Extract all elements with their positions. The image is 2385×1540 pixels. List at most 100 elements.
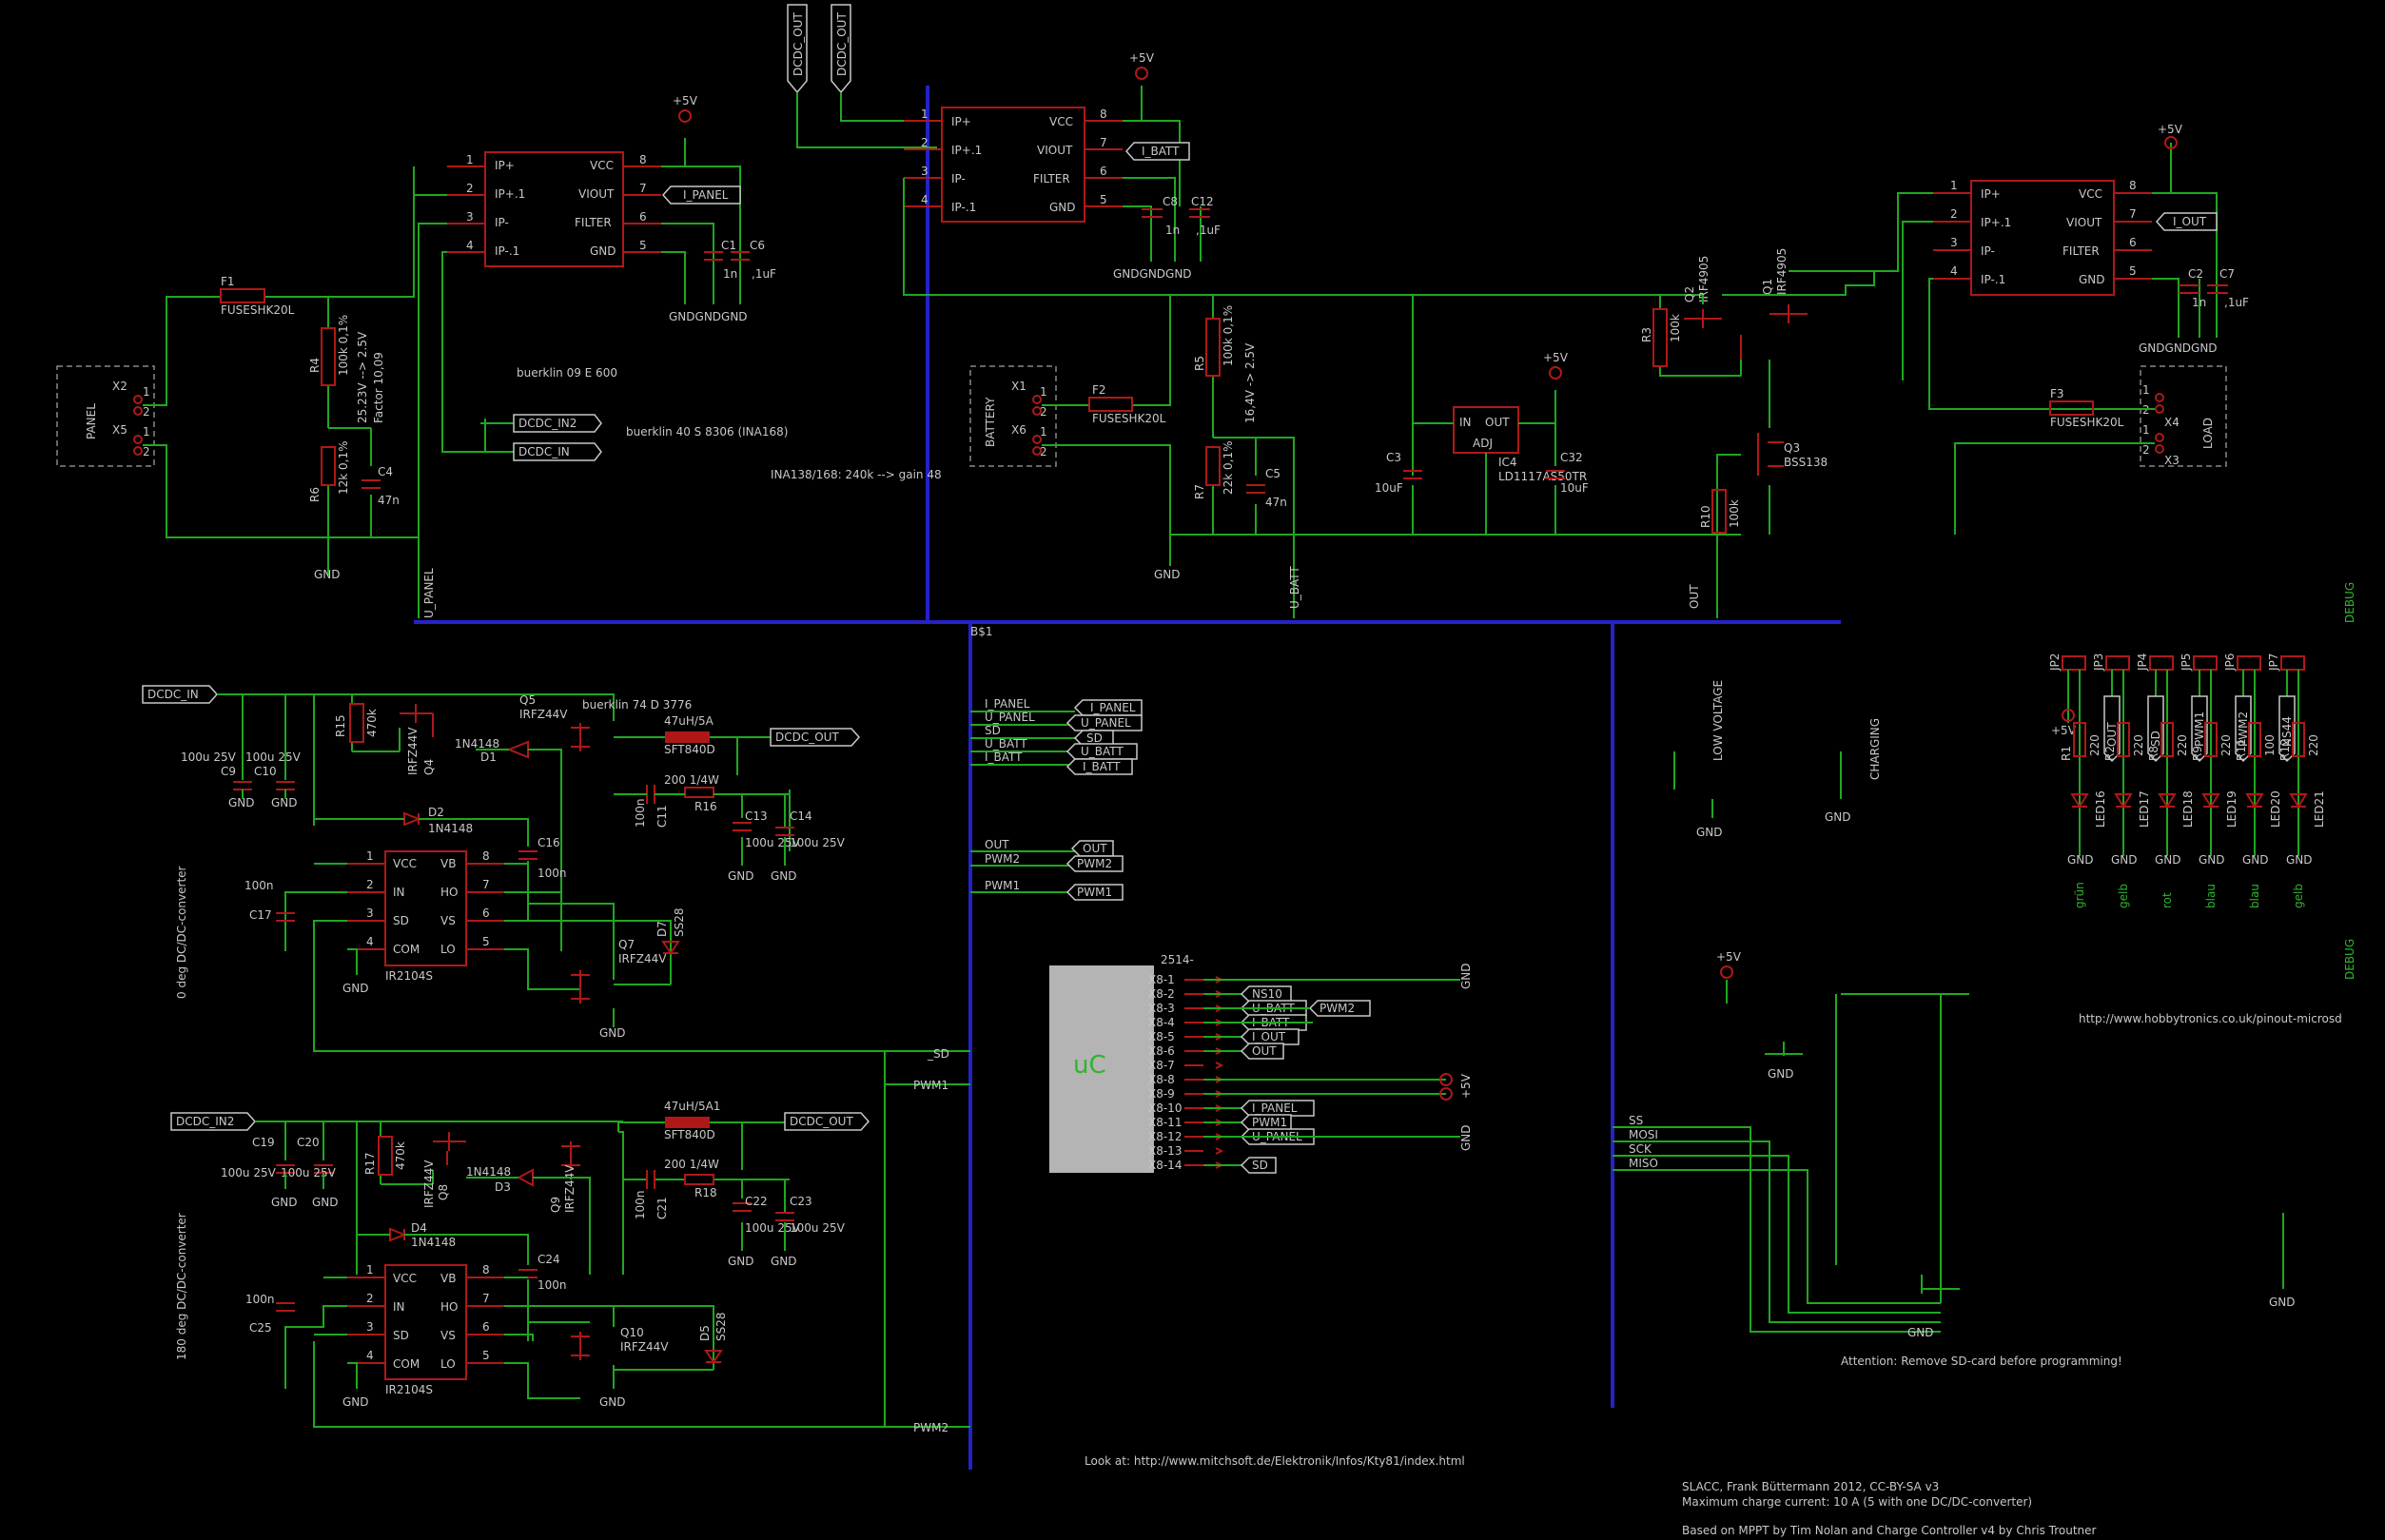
svg-text:I_BATT: I_BATT xyxy=(1083,760,1121,773)
jumper-body xyxy=(2280,655,2305,671)
svg-text:Q7: Q7 xyxy=(618,938,635,951)
u-panel-net: U_PANEL xyxy=(422,568,436,618)
uc-flag-i-out: I_OUT xyxy=(1252,1030,1286,1043)
debug-flag-sd: SD xyxy=(2149,731,2162,747)
svg-text:100u 25V: 100u 25V xyxy=(745,1221,801,1235)
svg-text:GND: GND xyxy=(1154,568,1181,581)
svg-text:I_BATT: I_BATT xyxy=(985,751,1023,764)
svg-text:GND: GND xyxy=(271,796,298,809)
led-led16: LED16 xyxy=(2094,790,2107,828)
uc-pin-3: X8-3 xyxy=(1148,1002,1175,1015)
resistor-r8: R8 xyxy=(2147,746,2160,761)
led-led19: LED19 xyxy=(2225,790,2238,828)
led-led18: LED18 xyxy=(2181,790,2195,828)
footer-notes: Look at: http://www.mitchsoft.de/Elektro… xyxy=(1085,1454,2097,1537)
spi-miso: MISO xyxy=(1629,1157,1658,1170)
svg-text:1: 1 xyxy=(143,425,150,439)
led-icon xyxy=(2289,793,2308,809)
svg-text:200 1/4W: 200 1/4W xyxy=(664,1158,719,1171)
svg-text:VS: VS xyxy=(440,1329,456,1342)
svg-text:SD: SD xyxy=(393,914,409,927)
svg-text:C10: C10 xyxy=(254,765,277,778)
control-nets: _SD PWM1 PWM2 xyxy=(313,1047,970,1434)
jumper-jp5: JP5 xyxy=(2180,653,2193,672)
svg-text:+5V: +5V xyxy=(2158,123,2183,136)
ina-pin-gnd: GND xyxy=(590,244,616,258)
led-led21: LED21 xyxy=(2313,790,2326,828)
svg-text:I_PANEL: I_PANEL xyxy=(1090,701,1136,714)
note-buerklin1: buerklin 09 E 600 xyxy=(517,366,617,380)
debug-title-bottom: DEBUG xyxy=(2343,939,2356,980)
debug-flag-shape xyxy=(2147,695,2164,763)
panel-connector: PANEL xyxy=(85,403,98,439)
uc-pin-5: X8-5 xyxy=(1148,1030,1175,1043)
uc-flag-out: OUT xyxy=(1252,1044,1277,1058)
svg-text:+5V: +5V xyxy=(1543,351,1569,364)
svg-text:2: 2 xyxy=(366,1292,374,1305)
led-gnd: GND xyxy=(2067,853,2094,867)
uc-pin-2: X8-2 xyxy=(1148,987,1175,1001)
svg-text:6: 6 xyxy=(1100,165,1107,178)
svg-text:100n: 100n xyxy=(244,879,274,892)
svg-text:5: 5 xyxy=(1100,193,1107,206)
pwm1-net: PWM1 xyxy=(913,1079,948,1092)
jumper-jp7: JP7 xyxy=(2267,653,2280,672)
jumper-body xyxy=(2149,655,2174,671)
svg-text:R3: R3 xyxy=(1640,327,1653,342)
svg-text:IRF4905: IRF4905 xyxy=(1775,248,1789,295)
svg-text:U_PANEL: U_PANEL xyxy=(1081,716,1131,730)
svg-text:FUSESHK20L: FUSESHK20L xyxy=(1092,412,1166,425)
gnd-row-batt: GNDGNDGND xyxy=(1113,267,1192,281)
resistor-value: 100 xyxy=(2263,734,2277,756)
uc-flag-i-panel: I_PANEL xyxy=(1252,1101,1298,1115)
credit-line-3: Based on MPPT by Tim Nolan and Charge Co… xyxy=(1682,1524,2097,1537)
svg-text:SD: SD xyxy=(985,724,1001,737)
svg-text:GND: GND xyxy=(1696,826,1723,839)
svg-text:U_PANEL: U_PANEL xyxy=(985,711,1035,724)
svg-text:X3: X3 xyxy=(2164,454,2180,467)
svg-text:R17: R17 xyxy=(363,1152,377,1175)
flag-dcdc-out-1: DCDC_OUT xyxy=(792,12,805,76)
svg-text:VCC: VCC xyxy=(2079,187,2102,201)
svg-text:D7: D7 xyxy=(655,921,669,937)
resistor-value: 220 xyxy=(2307,734,2320,756)
regulator-section: IN OUT ADJ IC4 LD1117AS50TR +5V C3 10uF … xyxy=(1375,295,1589,535)
svg-text:3: 3 xyxy=(466,210,474,224)
note-buerklin3: buerklin 74 D 3776 xyxy=(582,698,692,712)
svg-text:SS28: SS28 xyxy=(673,907,686,937)
led-gnd: GND xyxy=(2199,853,2225,867)
svg-text:GND: GND xyxy=(1049,201,1076,214)
svg-text:100n: 100n xyxy=(634,798,647,828)
svg-text:C21: C21 xyxy=(655,1197,669,1219)
svg-text:1: 1 xyxy=(2142,383,2150,397)
svg-text:IRFZ44V: IRFZ44V xyxy=(618,952,667,965)
svg-text:4: 4 xyxy=(1950,264,1958,278)
svg-text:SFT840D: SFT840D xyxy=(664,1128,715,1141)
svg-text:100n: 100n xyxy=(538,867,567,880)
svg-text:LO: LO xyxy=(440,1357,456,1371)
svg-text:GND: GND xyxy=(1768,1067,1794,1081)
svg-text:HO: HO xyxy=(440,886,458,899)
note-buerklin2: buerklin 40 S 8306 (INA168) xyxy=(626,425,788,439)
uc-pin-13: X8-13 xyxy=(1148,1144,1182,1158)
svg-text:7: 7 xyxy=(482,1292,490,1305)
svg-text:200 1/4W: 200 1/4W xyxy=(664,773,719,787)
svg-text:5: 5 xyxy=(2129,264,2137,278)
svg-text:6: 6 xyxy=(639,210,647,224)
svg-text:Q9: Q9 xyxy=(549,1197,562,1213)
dcdc1-title: 0 deg DC/DC-converter xyxy=(175,866,188,999)
svg-text:C16: C16 xyxy=(538,836,560,849)
svg-text:U_BATT: U_BATT xyxy=(1081,745,1124,758)
svg-text:IP-.1: IP-.1 xyxy=(951,201,976,214)
debug-flag-pwm2: PWM2 xyxy=(2237,712,2250,747)
svg-text:100u 25V: 100u 25V xyxy=(245,751,302,764)
svg-text:PWM2: PWM2 xyxy=(1077,857,1112,870)
svg-text:C24: C24 xyxy=(538,1253,560,1266)
led-icon xyxy=(2245,793,2264,809)
svg-text:PWM1: PWM1 xyxy=(1077,886,1112,899)
svg-text:C25: C25 xyxy=(249,1321,272,1335)
svg-text:C1: C1 xyxy=(721,239,736,252)
